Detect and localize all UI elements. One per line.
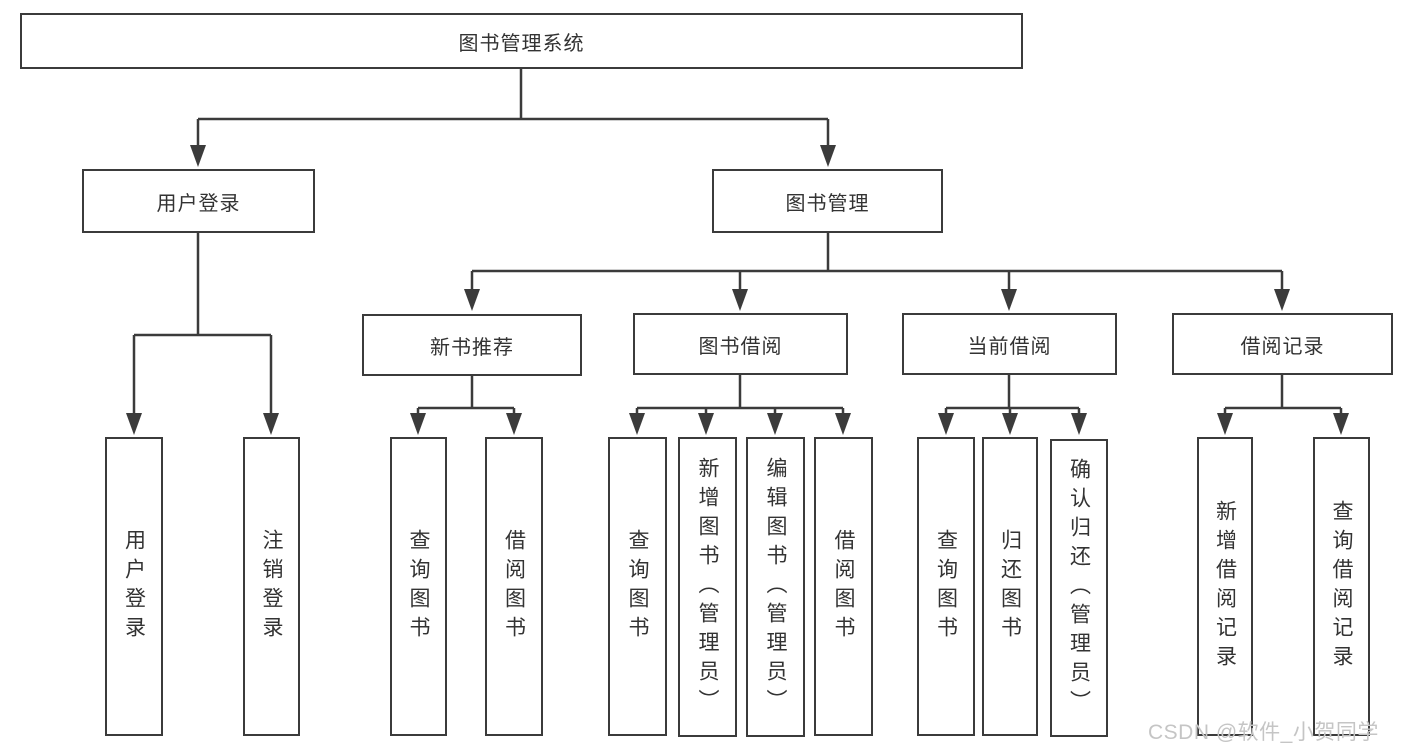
node-label: 当前借阅 (967, 335, 1052, 358)
connector-book-borrow-children (635, 375, 845, 416)
node-query-books-borrow: 查询图书 (608, 437, 667, 736)
node-borrow-books-recommend: 借阅图书 (485, 437, 543, 736)
node-label: 查询图书 (934, 528, 958, 645)
node-book-borrowing: 图书借阅 (633, 313, 848, 375)
node-current-borrowing: 当前借阅 (902, 313, 1117, 375)
csdn-watermark: CSDN @软件_小贺同学 (1148, 721, 1379, 744)
node-query-books-current: 查询图书 (917, 437, 975, 736)
connector-root-to-level2 (196, 69, 830, 148)
node-label: 借阅图书 (502, 528, 526, 645)
connector-borrow-records-children (1223, 375, 1343, 416)
node-new-book-recommendation: 新书推荐 (362, 314, 582, 376)
node-borrow-books-borrow: 借阅图书 (814, 437, 873, 736)
node-label: 注销登录 (260, 528, 283, 645)
connector-book-mgmt-children (470, 233, 1284, 292)
connector-new-book-children (416, 376, 516, 416)
node-label: 图书管理 (785, 192, 870, 215)
node-book-management: 图书管理 (712, 169, 943, 233)
node-label: 新增图书（管理员） (696, 456, 719, 718)
node-label: 用户登录 (156, 192, 241, 215)
node-label: 借阅记录 (1240, 335, 1325, 358)
node-label: 借阅图书 (832, 528, 855, 645)
node-label: 用户登录 (122, 528, 146, 645)
node-logout-action: 注销登录 (243, 437, 300, 736)
node-label: 确认归还（管理员） (1067, 457, 1091, 719)
node-label: 查询借阅记录 (1330, 499, 1353, 674)
node-label: 图书管理系统 (458, 32, 585, 55)
node-label: 查询图书 (407, 528, 430, 645)
node-library-management-system: 图书管理系统 (20, 13, 1023, 69)
node-add-borrow-record: 新增借阅记录 (1197, 437, 1253, 736)
arrowheads (126, 145, 1349, 435)
connector-current-borrow-children (944, 375, 1081, 416)
node-label: 新增借阅记录 (1213, 499, 1237, 674)
node-borrowing-records: 借阅记录 (1172, 313, 1393, 375)
node-label: 新书推荐 (430, 336, 514, 359)
node-user-login: 用户登录 (82, 169, 315, 233)
node-user-login-action: 用户登录 (105, 437, 163, 736)
node-label: 编辑图书（管理员） (764, 456, 787, 718)
node-confirm-return-admin: 确认归还（管理员） (1050, 439, 1108, 737)
node-return-books: 归还图书 (982, 437, 1038, 736)
node-label: 图书借阅 (698, 335, 783, 358)
node-query-borrow-record: 查询借阅记录 (1313, 437, 1370, 736)
node-query-books-recommend: 查询图书 (390, 437, 447, 736)
node-edit-books-admin: 编辑图书（管理员） (746, 437, 805, 737)
node-add-books-admin: 新增图书（管理员） (678, 437, 737, 737)
connector-user-login-children (132, 233, 273, 416)
node-label: 查询图书 (626, 528, 649, 645)
node-label: 归还图书 (998, 528, 1022, 645)
